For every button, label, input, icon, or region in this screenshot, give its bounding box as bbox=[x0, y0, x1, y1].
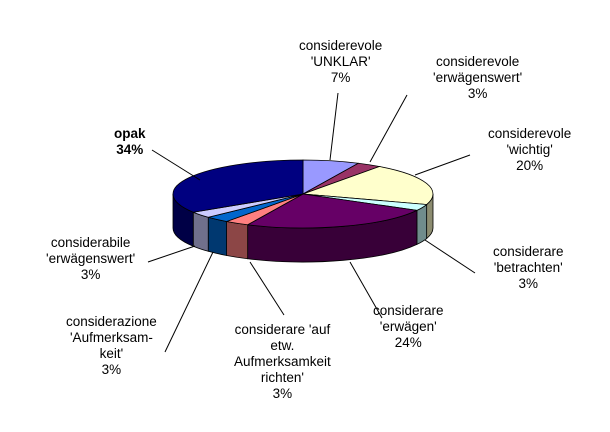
slice-label-line: 'betrachten' bbox=[493, 260, 563, 275]
slice-label-3: considerare'betrachten'3% bbox=[493, 244, 564, 292]
slice-label-line: 'UNKLAR' bbox=[310, 54, 371, 69]
slice-label-line: etw. bbox=[270, 338, 295, 353]
slice-label-line: richten' bbox=[260, 370, 304, 385]
slice-label-line: 7% bbox=[330, 70, 351, 85]
slice-label-line: 20% bbox=[516, 158, 544, 173]
slice-label-line: considerare 'auf bbox=[234, 322, 331, 337]
slice-label-line: 'erwägenswert' bbox=[433, 70, 523, 85]
slice-label-line: 34% bbox=[116, 142, 144, 157]
slice-label-line: considerevole bbox=[488, 126, 572, 141]
slice-label-line: considerazione bbox=[66, 314, 157, 329]
pie-side-5 bbox=[226, 221, 249, 260]
slice-label-0: considerevole'UNKLAR'7% bbox=[299, 38, 382, 86]
pie-slice-4 bbox=[246, 193, 419, 229]
slice-label-line: considerevole bbox=[299, 38, 383, 53]
leader-line-2 bbox=[414, 154, 471, 176]
slice-label-line: 3% bbox=[272, 386, 293, 401]
leader-line-0 bbox=[329, 92, 339, 161]
pie-side-7 bbox=[192, 211, 209, 252]
slice-label-line: opak bbox=[114, 126, 146, 141]
leader-line-1 bbox=[369, 94, 408, 163]
slice-label-7: considerabile'erwägenswert'3% bbox=[46, 235, 135, 283]
slice-label-line: considerevole bbox=[435, 54, 520, 69]
slice-label-line: 'erwägenswert' bbox=[46, 251, 136, 266]
slice-label-line: 3% bbox=[80, 267, 101, 282]
slice-label-line: 'Aufmerksam- bbox=[69, 330, 153, 345]
pie-side-6 bbox=[207, 216, 227, 256]
slice-label-line: 3% bbox=[101, 362, 122, 377]
leader-line-5 bbox=[249, 261, 285, 316]
pie-side-3 bbox=[416, 203, 428, 246]
slice-label-line: keit' bbox=[99, 346, 124, 361]
slice-label-1: considerevole'erwägenswert'3% bbox=[433, 54, 522, 102]
slice-label-line: 'wichtig' bbox=[506, 142, 553, 157]
slice-label-line: 3% bbox=[518, 276, 539, 291]
slice-label-line: considerare bbox=[373, 303, 444, 318]
slice-label-line: 24% bbox=[394, 335, 422, 350]
slice-label-line: 'erwägen' bbox=[379, 319, 437, 334]
slice-label-6: considerazione'Aufmerksam-keit'3% bbox=[66, 314, 157, 378]
slice-label-line: considerabile bbox=[50, 235, 131, 250]
leader-line-7 bbox=[147, 245, 196, 263]
slice-label-line: Aufmerksamkeit bbox=[234, 354, 331, 369]
leader-line-6 bbox=[164, 251, 214, 353]
slice-label-2: considerevole'wichtig'20% bbox=[488, 126, 571, 174]
leader-line-3 bbox=[424, 239, 476, 274]
slice-label-line: considerare bbox=[493, 244, 564, 259]
leader-line-8 bbox=[151, 149, 201, 181]
pie-slice-2 bbox=[302, 166, 434, 205]
slice-label-4: considerare'erwägen'24% bbox=[373, 303, 444, 351]
pie-slice-8 bbox=[172, 159, 304, 213]
slice-label-line: 3% bbox=[467, 86, 488, 101]
leader-line-4 bbox=[349, 261, 383, 319]
